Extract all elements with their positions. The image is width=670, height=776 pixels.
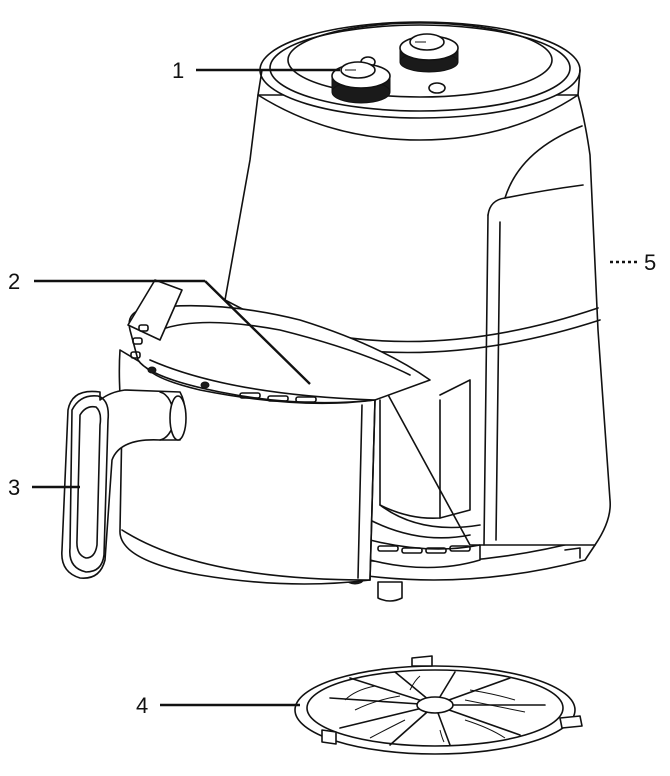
timer-knob bbox=[331, 61, 391, 104]
callout-2: 2 bbox=[8, 269, 20, 294]
callout-5: 5 bbox=[644, 250, 656, 275]
callout-4: 4 bbox=[136, 693, 148, 718]
callout-3: 3 bbox=[8, 475, 20, 500]
callout-1: 1 bbox=[172, 58, 184, 83]
rim-slots bbox=[130, 324, 317, 403]
temperature-knob bbox=[399, 33, 459, 73]
bottom-vents bbox=[377, 545, 471, 554]
housing bbox=[224, 94, 612, 602]
crisping-tray bbox=[294, 655, 583, 755]
callout-labels: 1 2 3 4 5 bbox=[8, 58, 656, 718]
leader-2-diagonal bbox=[204, 280, 311, 385]
handle bbox=[61, 389, 187, 579]
callout-leaders bbox=[32, 68, 640, 707]
